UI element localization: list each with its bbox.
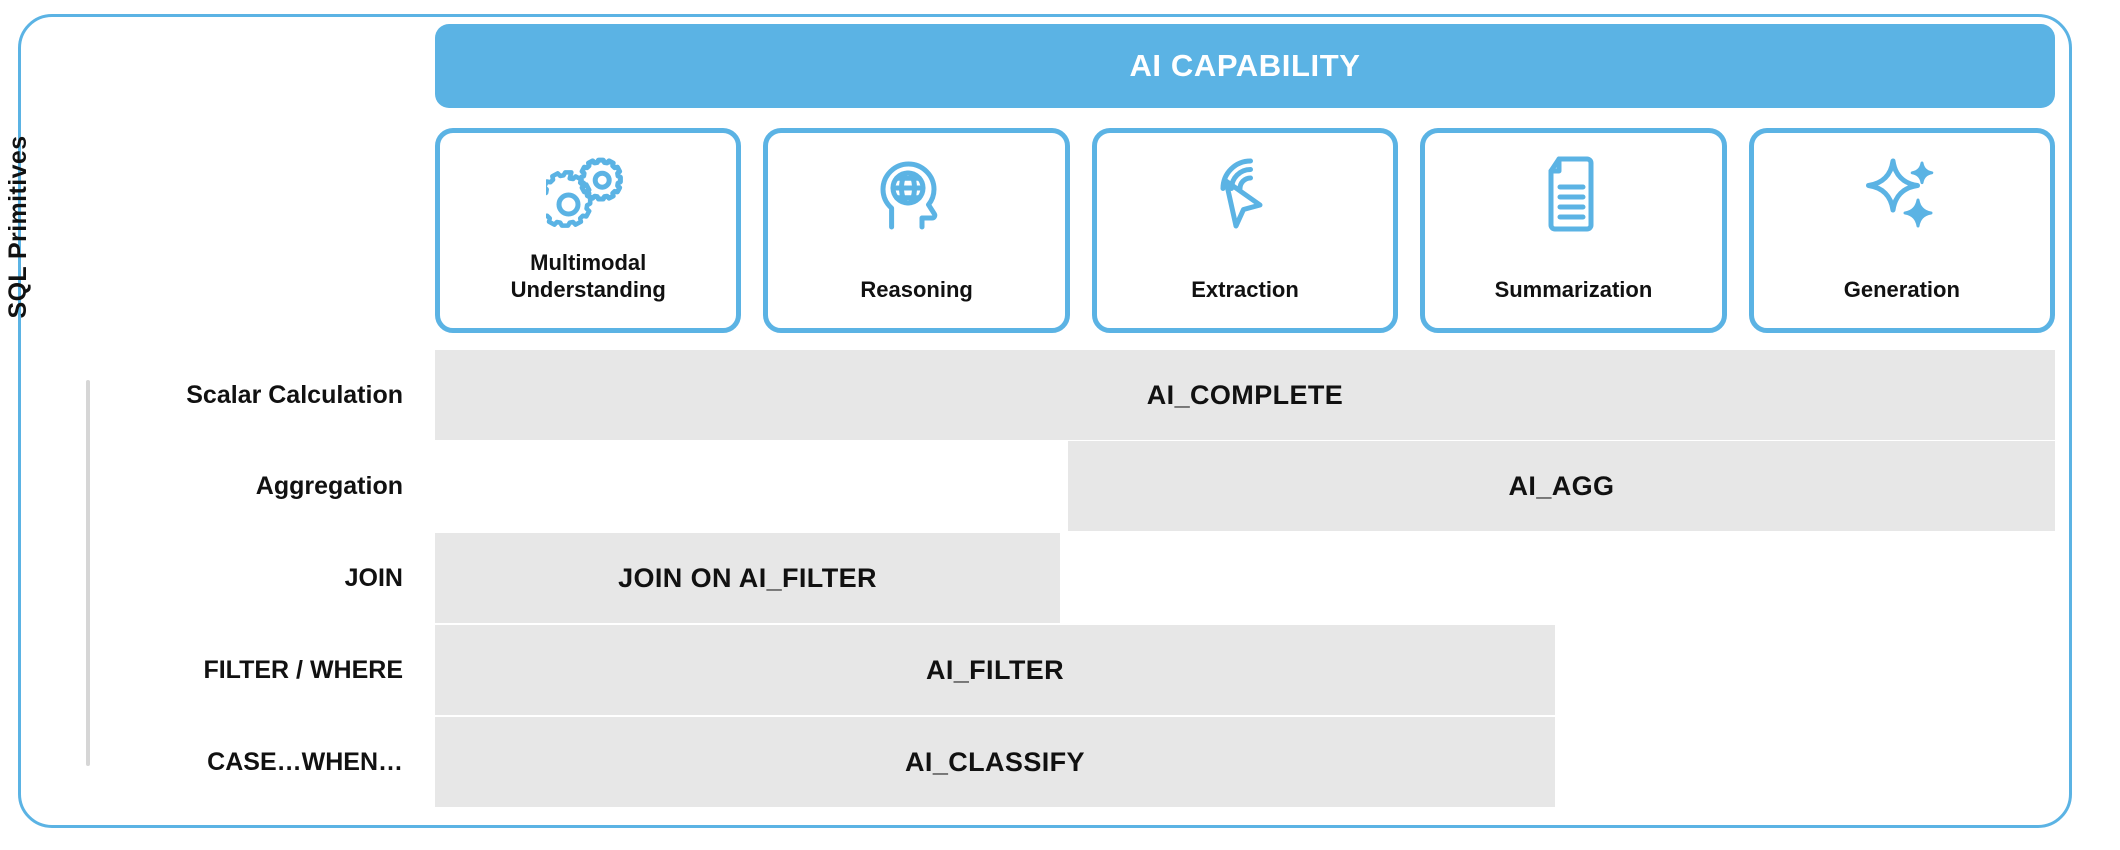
row-function-bar[interactable]: AI_FILTER [435, 625, 1555, 715]
row-function-label: AI_COMPLETE [1146, 379, 1344, 410]
brain-globe-head-icon [878, 155, 956, 233]
capability-card-label: Generation [1843, 277, 1960, 303]
table-row: Scalar Calculation AI_COMPLETE [0, 350, 2120, 440]
row-function-bar[interactable]: AI_CLASSIFY [435, 717, 1555, 807]
capability-card-extraction[interactable]: Extraction [1091, 128, 1399, 333]
row-label: Aggregation [255, 471, 403, 500]
sql-primitives-divider [86, 380, 90, 766]
row-label: CASE…WHEN… [207, 747, 403, 776]
capability-card-label: Extraction [1191, 277, 1299, 303]
capability-card-multimodal-understanding[interactable]: Multimodal Understanding [435, 128, 742, 333]
capability-card-label: Multimodal Understanding [510, 250, 666, 303]
row-function-label: JOIN ON AI_FILTER [618, 562, 877, 593]
table-row: Aggregation AI_AGG [0, 441, 2120, 531]
row-function-label: AI_FILTER [925, 654, 1065, 685]
row-label: JOIN [344, 563, 403, 592]
sql-primitives-rows: Scalar Calculation AI_COMPLETE Aggregati… [0, 345, 2120, 825]
row-function-label: AI_AGG [1508, 470, 1615, 501]
capability-card-summarization[interactable]: Summarization [1420, 128, 1727, 333]
row-function-label: AI_CLASSIFY [905, 746, 1085, 777]
cursor-click-icon [1206, 155, 1284, 233]
gears-icon [546, 155, 630, 233]
row-function-bar[interactable]: AI_COMPLETE [435, 350, 2055, 440]
table-row: CASE…WHEN… AI_CLASSIFY [0, 717, 2120, 807]
ai-capability-banner: AI CAPABILITY [435, 24, 2055, 108]
capability-card-label: Summarization [1494, 277, 1653, 303]
row-label: Scalar Calculation [186, 380, 403, 409]
row-function-bar[interactable]: AI_AGG [1068, 441, 2055, 531]
capability-card-reasoning[interactable]: Reasoning [763, 128, 1070, 333]
sparkle-icon [1863, 155, 1941, 233]
document-lines-icon [1542, 155, 1604, 233]
row-label: FILTER / WHERE [203, 655, 403, 684]
ai-capability-banner-title: AI CAPABILITY [1129, 48, 1361, 83]
table-row: JOIN JOIN ON AI_FILTER [0, 533, 2120, 623]
row-function-bar[interactable]: JOIN ON AI_FILTER [435, 533, 1060, 623]
capability-card-label: Reasoning [860, 277, 973, 303]
capability-card-generation[interactable]: Generation [1748, 128, 2056, 333]
capability-cards-row: Multimodal Understanding Reasoning [435, 128, 2056, 333]
table-row: FILTER / WHERE AI_FILTER [0, 625, 2120, 715]
